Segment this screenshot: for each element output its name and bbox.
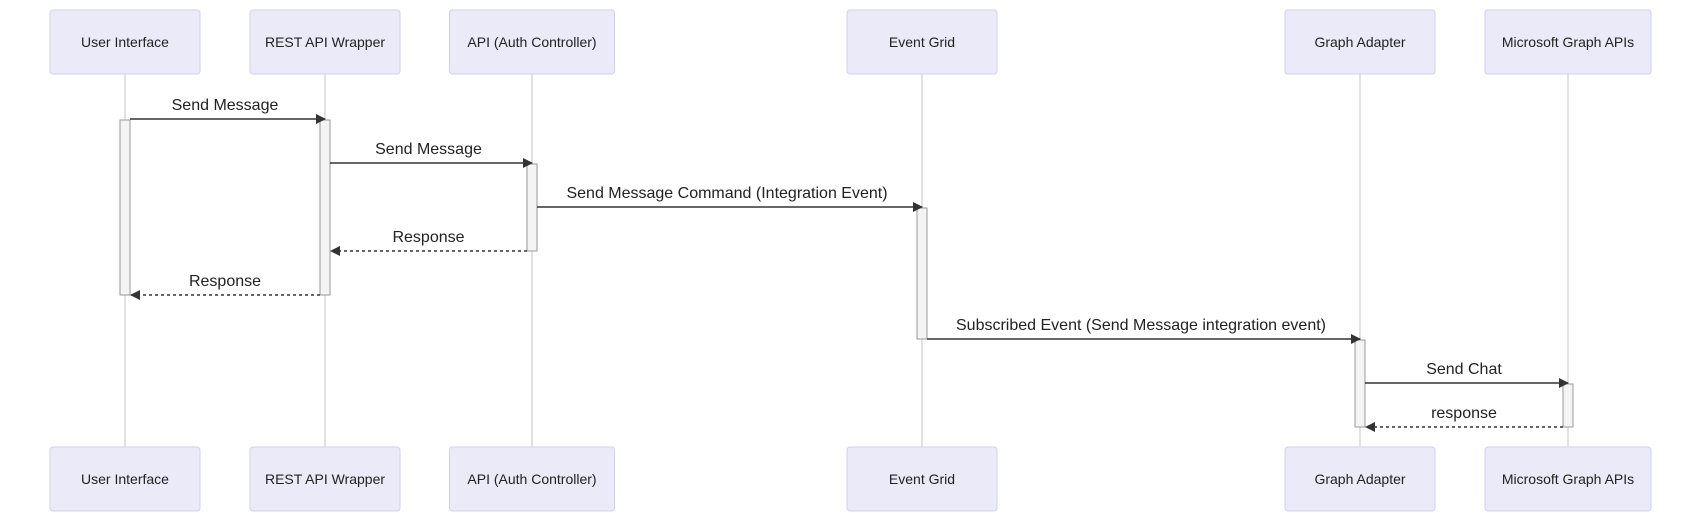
activation-bar-auth xyxy=(526,163,538,252)
participant-ui-bottom: User Interface xyxy=(49,446,201,512)
participant-auth-top: API (Auth Controller) xyxy=(449,9,615,75)
participant-rest-top: REST API Wrapper xyxy=(249,9,401,75)
message-4: Response xyxy=(130,273,320,300)
message-0: Send Message xyxy=(130,97,326,124)
participant-box xyxy=(846,9,998,75)
activation-bars xyxy=(119,119,1574,428)
message-label: Send Chat xyxy=(1426,361,1502,378)
participants-top: User Interface REST API Wrapper API (Auth … xyxy=(49,9,1652,75)
participant-box xyxy=(1484,9,1652,75)
message-1: Send Message xyxy=(330,141,533,168)
participant-label: REST API Wrapper xyxy=(265,34,385,50)
participant-grid-top: Event Grid xyxy=(846,9,998,75)
participant-rest-bottom: REST API Wrapper xyxy=(249,446,401,512)
participant-box xyxy=(449,9,615,75)
participant-auth-bottom: API (Auth Controller) xyxy=(449,446,615,512)
participant-box xyxy=(449,446,615,512)
participant-label: User Interface xyxy=(81,34,169,50)
participant-box xyxy=(249,446,401,512)
participant-label: Microsoft Graph APIs xyxy=(1502,471,1634,487)
activation-bar-graph xyxy=(1562,383,1574,428)
participant-label: Graph Adapter xyxy=(1314,471,1405,487)
message-2: Send Message Command (Integration Event) xyxy=(537,185,923,212)
message-3: Response xyxy=(330,229,527,256)
message-label: Send Message Command (Integration Event) xyxy=(566,185,887,202)
activation-bar-rest xyxy=(319,119,331,296)
participant-graph-top: Microsoft Graph APIs xyxy=(1484,9,1652,75)
participant-adapter-bottom: Graph Adapter xyxy=(1284,446,1436,512)
participant-adapter-top: Graph Adapter xyxy=(1284,9,1436,75)
participant-label: Graph Adapter xyxy=(1314,34,1405,50)
message-label: Response xyxy=(189,273,261,290)
message-label: Send Message xyxy=(172,97,279,114)
participant-box xyxy=(49,9,201,75)
participants-bottom: User Interface REST API Wrapper API (Auth … xyxy=(49,446,1652,512)
activation-bar-adapter xyxy=(1354,339,1366,428)
participant-label: REST API Wrapper xyxy=(265,471,385,487)
message-6: Send Chat xyxy=(1365,361,1569,388)
participant-box xyxy=(1284,446,1436,512)
participant-box xyxy=(1284,9,1436,75)
message-5: Subscribed Event (Send Message integrati… xyxy=(927,317,1361,344)
participant-label: API (Auth Controller) xyxy=(467,34,596,50)
activation-bar-grid xyxy=(916,207,928,340)
participant-ui-top: User Interface xyxy=(49,9,201,75)
message-label: Response xyxy=(392,229,464,246)
message-label: Send Message xyxy=(375,141,482,158)
participant-box xyxy=(846,446,998,512)
lifelines xyxy=(124,74,1569,447)
participant-label: Event Grid xyxy=(889,34,955,50)
participant-box xyxy=(249,9,401,75)
participant-label: Event Grid xyxy=(889,471,955,487)
participant-grid-bottom: Event Grid xyxy=(846,446,998,512)
participant-label: User Interface xyxy=(81,471,169,487)
participant-box xyxy=(49,446,201,512)
participant-box xyxy=(1484,446,1652,512)
participant-label: Microsoft Graph APIs xyxy=(1502,34,1634,50)
message-7: response xyxy=(1365,405,1563,432)
message-label: response xyxy=(1431,405,1497,422)
participant-graph-bottom: Microsoft Graph APIs xyxy=(1484,446,1652,512)
activation-bar-ui xyxy=(119,119,131,296)
message-label: Subscribed Event (Send Message integrati… xyxy=(956,317,1326,334)
participant-label: API (Auth Controller) xyxy=(467,471,596,487)
